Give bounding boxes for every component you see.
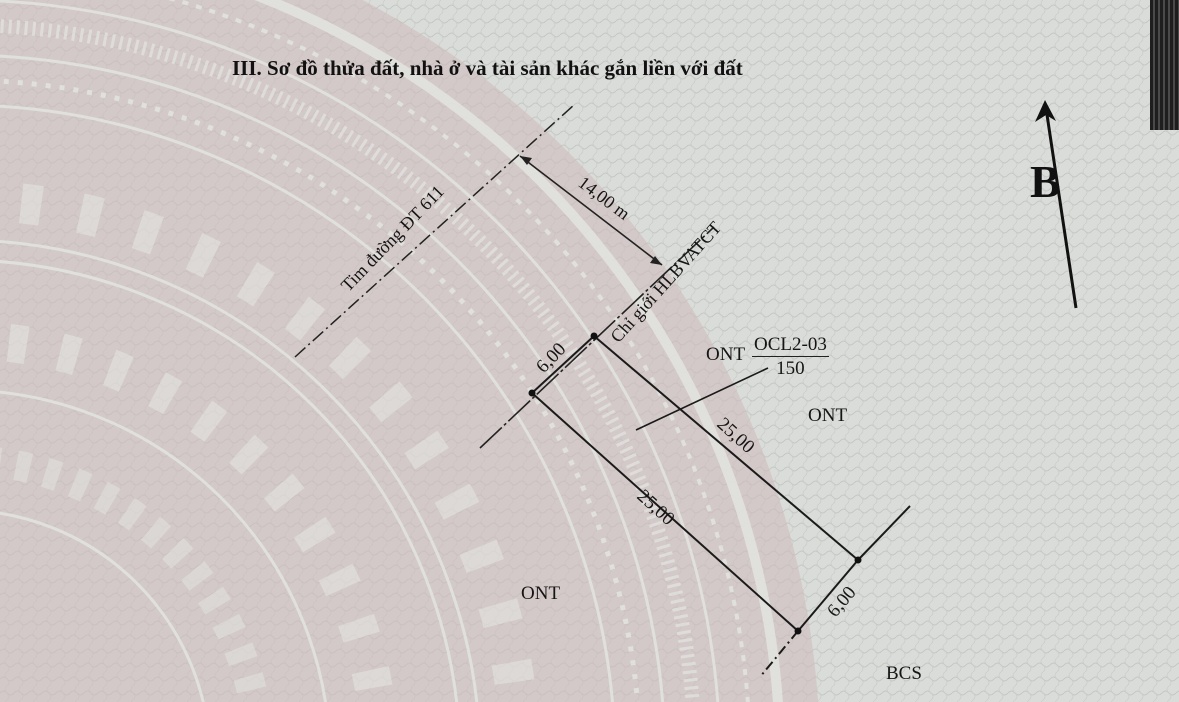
north-label: B: [1030, 156, 1061, 207]
setback-dimension-arrow: [519, 155, 663, 266]
parcel-code: OCL2-03: [752, 334, 829, 357]
parcel-outline: [531, 335, 911, 678]
road-centerline: [294, 103, 576, 358]
parcel-vertices: [528, 332, 862, 635]
parcel-land-type: ONT: [706, 344, 746, 365]
neighbor-label-south: BCS: [886, 663, 922, 684]
section-title: III. Sơ đồ thửa đất, nhà ở và tài sản kh…: [232, 56, 743, 80]
parcel-area: 150: [776, 358, 805, 379]
background-edge: [1150, 0, 1179, 130]
bronze-drum-watermark: [0, 0, 820, 702]
neighbor-label-east: ONT: [808, 405, 848, 426]
north-arrow-icon: [1035, 100, 1078, 309]
parcel-code-fraction: OCL2-03 150: [752, 334, 829, 380]
neighbor-label-west: ONT: [521, 583, 561, 604]
